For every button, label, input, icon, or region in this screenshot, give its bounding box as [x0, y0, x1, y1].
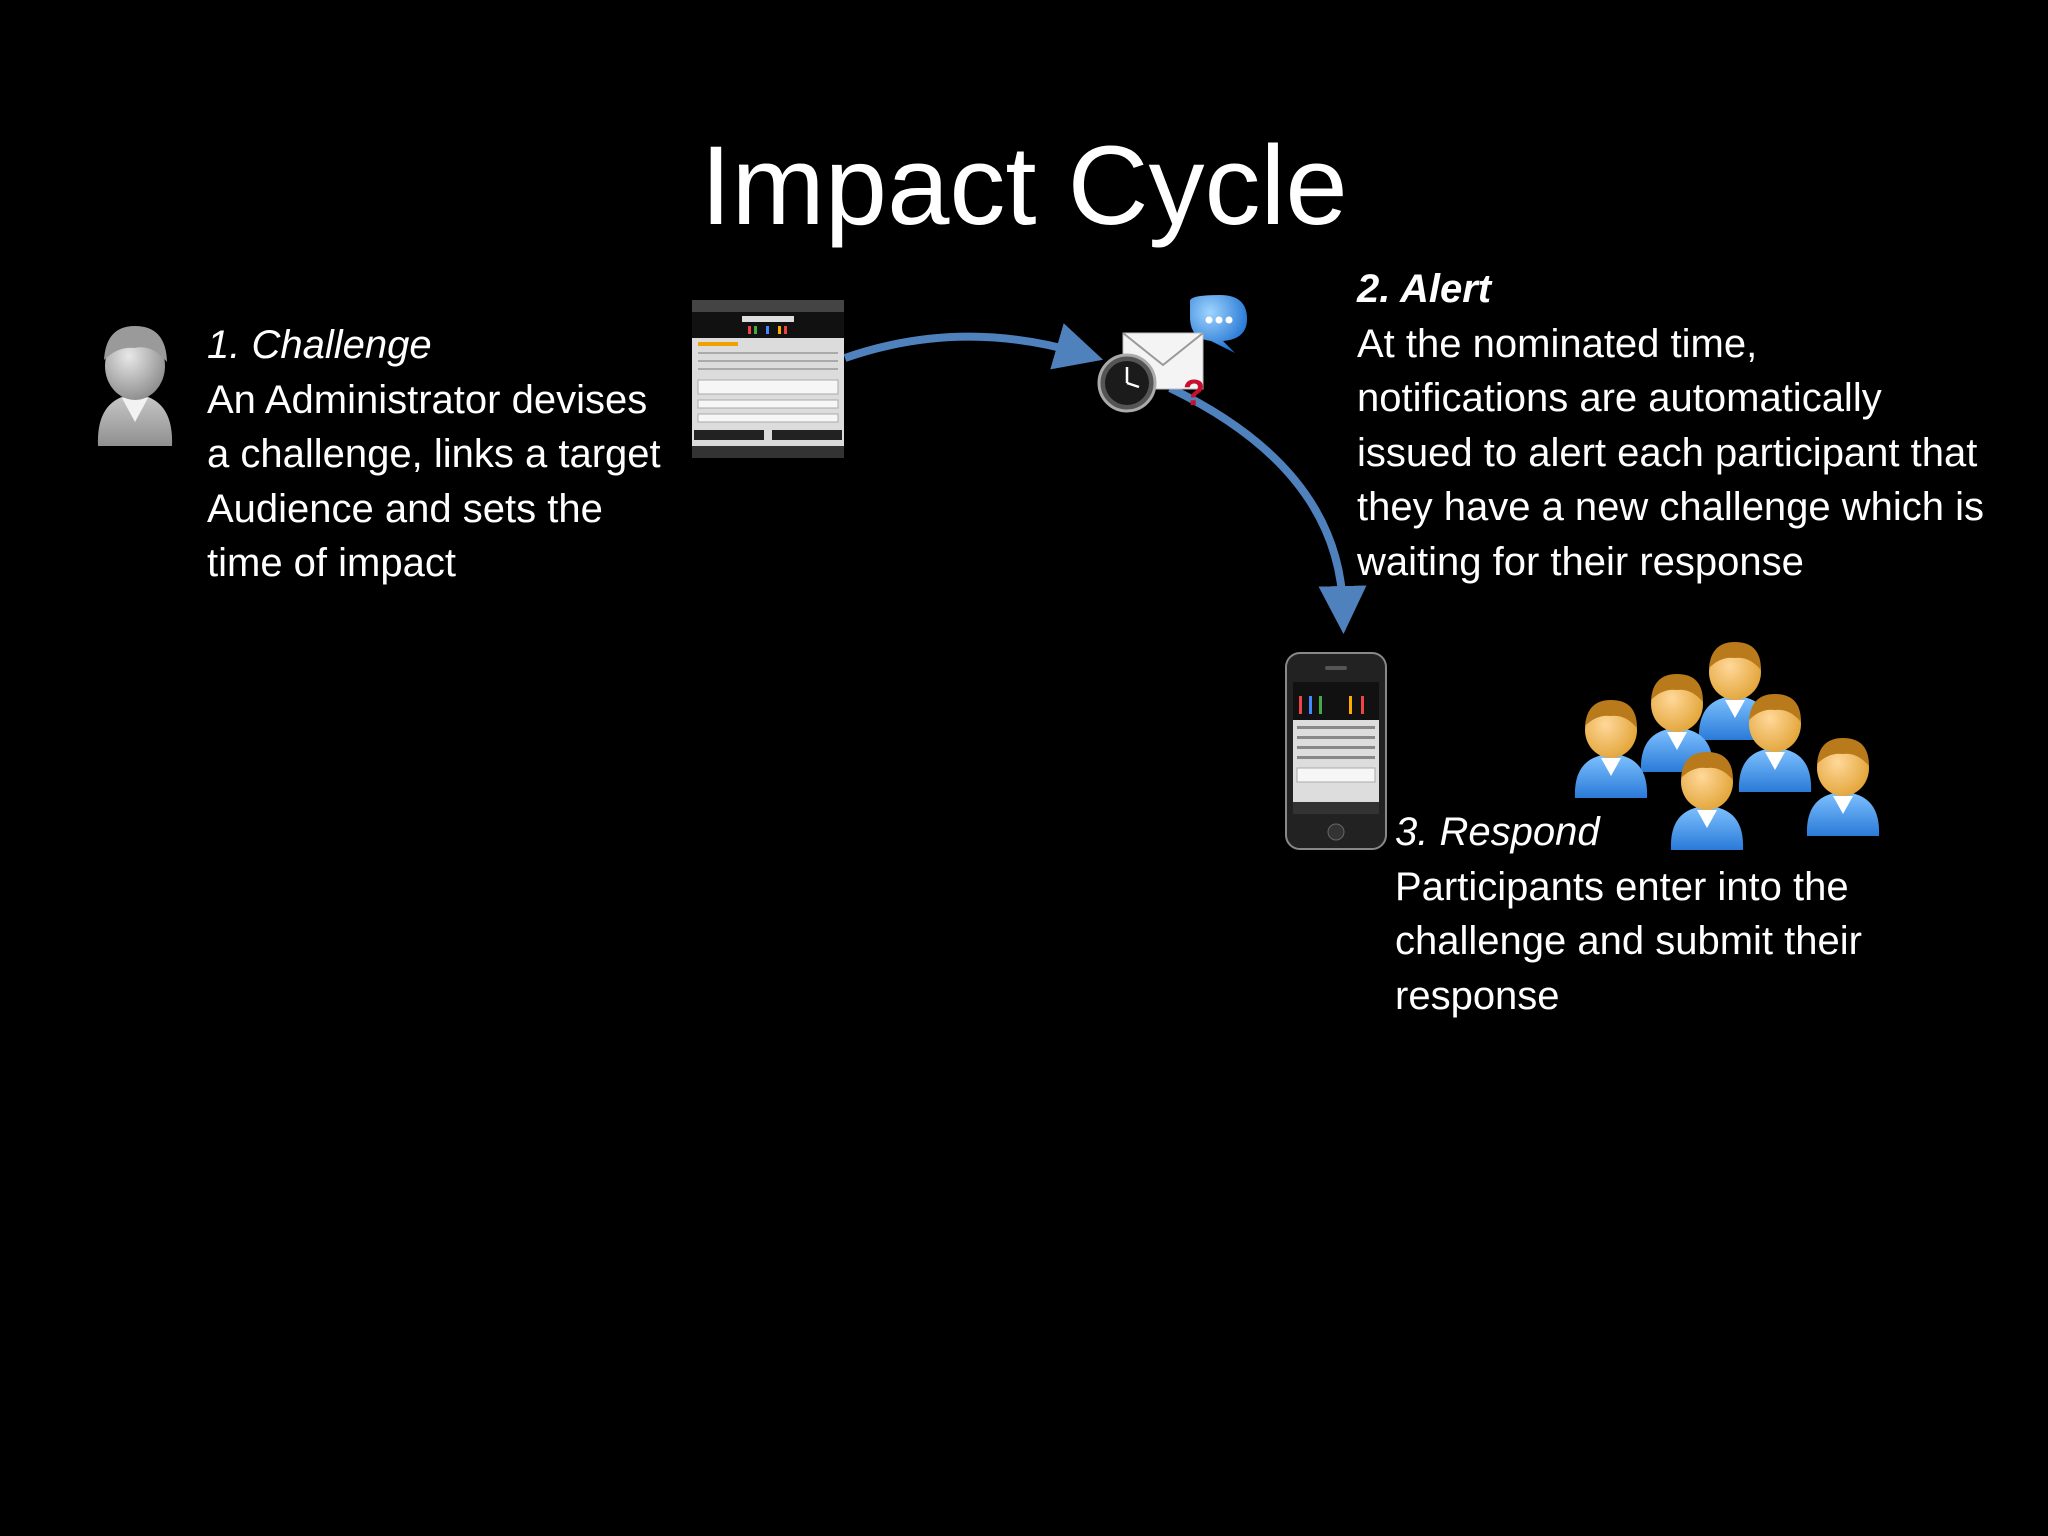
step-alert-heading: 2. Alert — [1357, 267, 1492, 311]
arrow-alert-to-respond — [1168, 384, 1367, 634]
user-group-icon — [1574, 642, 1880, 850]
step-challenge: 1. Challenge An Administrator devises a … — [207, 318, 687, 591]
clock-mail-chat-icon: ? — [1097, 295, 1247, 413]
step-alert: 2. Alert At the nominated time, notifica… — [1357, 262, 2047, 589]
arrow-challenge-to-alert — [843, 323, 1104, 370]
step-respond-heading: 3. Respond — [1395, 810, 1600, 854]
svg-text:?: ? — [1183, 372, 1205, 413]
desktop-screenshot-icon — [692, 300, 844, 458]
step-respond: 3. Respond Participants enter into the c… — [1395, 805, 1915, 1023]
smartphone-icon — [1285, 652, 1387, 850]
admin-user-icon — [97, 326, 173, 446]
step-alert-text: At the nominated time, notifications are… — [1357, 321, 1985, 584]
step-challenge-heading: 1. Challenge — [207, 323, 432, 367]
slide-title: Impact Cycle — [700, 123, 1348, 248]
step-respond-text: Participants enter into the challenge an… — [1395, 864, 1862, 1018]
step-challenge-text: An Administrator devises a challenge, li… — [207, 377, 661, 586]
